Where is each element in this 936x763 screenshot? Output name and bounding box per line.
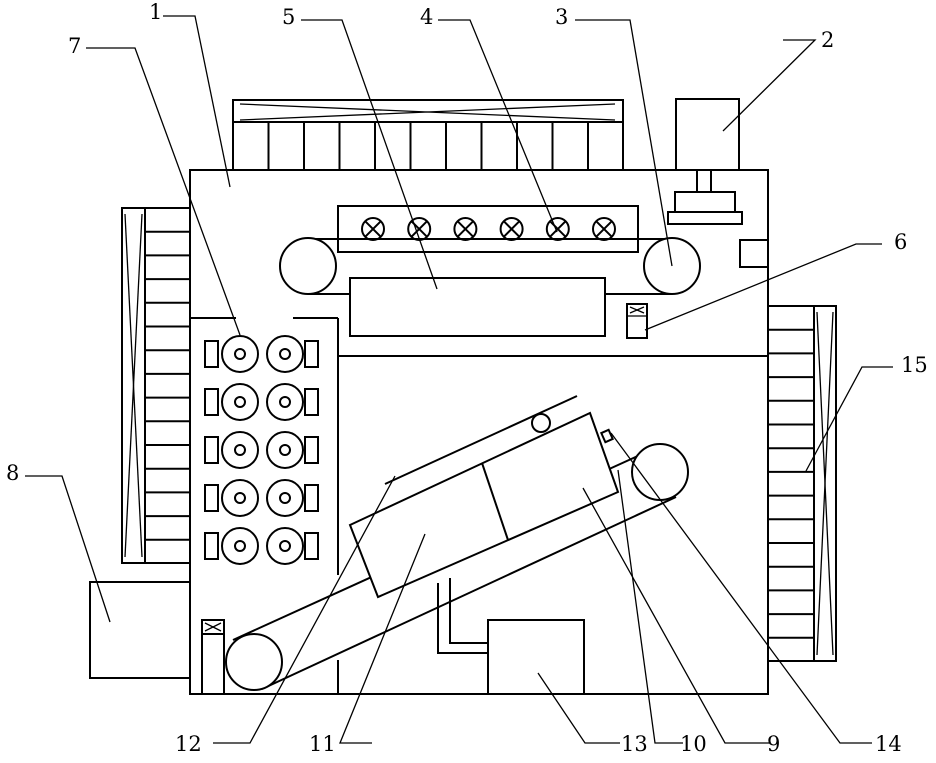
roller-hub <box>235 493 245 503</box>
roller <box>267 336 303 372</box>
top-motor <box>668 99 742 224</box>
rail-roller <box>532 414 550 432</box>
roller-row <box>205 432 318 468</box>
lamp-icon <box>547 218 569 240</box>
roller-row <box>205 480 318 516</box>
roller <box>222 480 258 516</box>
callout-7: 7 <box>68 36 81 57</box>
roller <box>222 432 258 468</box>
roller <box>267 480 303 516</box>
roller-side-block <box>205 485 218 511</box>
callout-14: 14 <box>875 734 902 755</box>
tank <box>488 620 584 694</box>
roller-side-block <box>305 485 318 511</box>
callout-1: 1 <box>149 2 162 23</box>
callout-13: 13 <box>621 734 648 755</box>
bottom-left-sensor <box>202 620 224 694</box>
roller-array <box>205 336 318 564</box>
bottom-left-motor <box>90 582 190 678</box>
roller-hub <box>235 349 245 359</box>
roller-hub <box>280 445 290 455</box>
roller-row <box>205 384 318 420</box>
callout-6: 6 <box>894 232 907 253</box>
roller <box>267 432 303 468</box>
roller-hub <box>280 397 290 407</box>
roller <box>267 384 303 420</box>
callout-12: 12 <box>175 734 202 755</box>
callout-4: 4 <box>420 7 433 28</box>
roller-side-block <box>205 389 218 415</box>
roller <box>267 528 303 564</box>
callout-9: 9 <box>767 734 780 755</box>
roller-hub <box>235 397 245 407</box>
roller <box>222 528 258 564</box>
roller-row <box>205 336 318 372</box>
roller-side-block <box>205 437 218 463</box>
roller-side-block <box>305 437 318 463</box>
lamp-icon <box>501 218 523 240</box>
lamp-icon <box>362 218 384 240</box>
roller <box>222 336 258 372</box>
roller <box>222 384 258 420</box>
pipes <box>438 578 488 653</box>
roller-side-block <box>305 389 318 415</box>
callout-2: 2 <box>821 30 834 51</box>
right-fin-assembly <box>768 306 836 661</box>
roller-side-block <box>205 533 218 559</box>
roller-hub <box>280 493 290 503</box>
left-fin-assembly <box>122 208 190 563</box>
sensor <box>627 304 647 338</box>
callout-11: 11 <box>309 734 336 755</box>
callout-15: 15 <box>901 355 928 376</box>
lamp-icon <box>454 218 476 240</box>
callout-5: 5 <box>282 7 295 28</box>
roller-side-block <box>205 341 218 367</box>
callout-10: 10 <box>680 734 707 755</box>
roller-hub <box>280 541 290 551</box>
callout-8: 8 <box>6 463 19 484</box>
roller-hub <box>235 445 245 455</box>
inclined-box <box>350 413 618 597</box>
leader-lines <box>25 16 893 743</box>
roller-row <box>205 528 318 564</box>
callout-3: 3 <box>555 7 568 28</box>
roller-side-block <box>305 341 318 367</box>
wall-box <box>740 240 768 267</box>
nozzle <box>601 430 612 442</box>
roller-side-block <box>305 533 318 559</box>
roller-hub <box>280 349 290 359</box>
roller-hub <box>235 541 245 551</box>
top-fin-assembly <box>233 100 623 170</box>
lamp-icon <box>593 218 615 240</box>
